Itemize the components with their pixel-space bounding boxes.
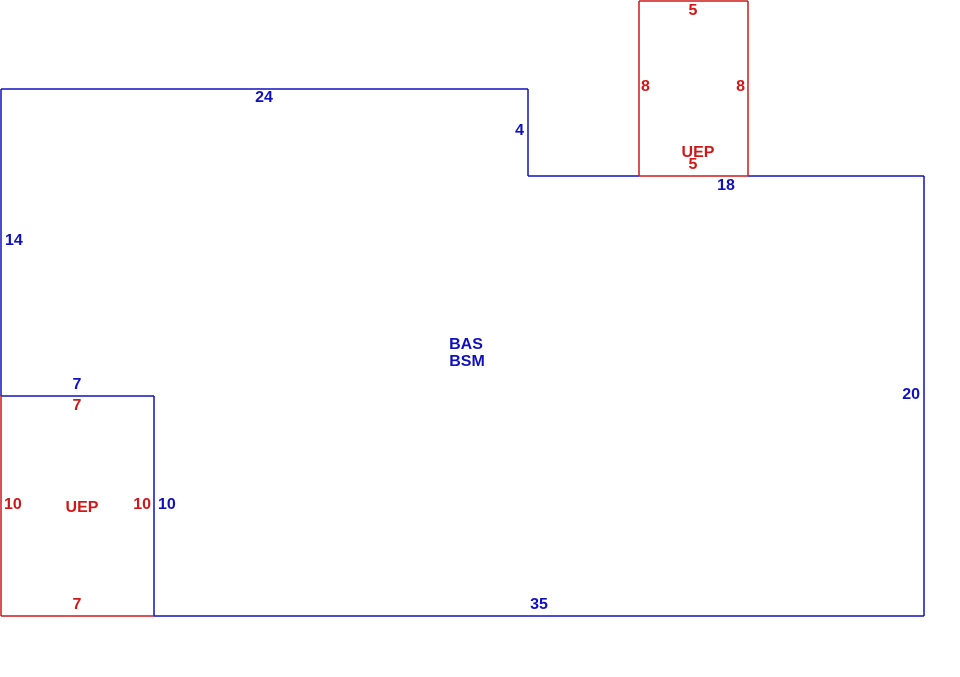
dim-main-top-right: 18 — [717, 177, 735, 194]
porch-top-outline — [638, 0, 749, 177]
dim-porch-top-top: 5 — [689, 2, 698, 19]
main-code-bas: BAS — [449, 336, 483, 353]
dim-porch-bl-bottom: 7 — [73, 596, 82, 613]
porch-top-code: UEP — [682, 144, 715, 161]
dim-main-bottom: 35 — [530, 596, 548, 613]
dim-main-right: 20 — [902, 386, 920, 403]
main-code-bsm: BSM — [449, 353, 485, 370]
dim-porch-top-bottom: 5 — [689, 156, 698, 173]
dim-main-notch-top: 7 — [73, 376, 82, 393]
porch-bottom-left-code: UEP — [66, 499, 99, 516]
dim-porch-top-right: 8 — [736, 78, 745, 95]
dim-main-notch-side: 10 — [158, 496, 176, 513]
dim-porch-top-left: 8 — [641, 78, 650, 95]
dim-main-step: 4 — [515, 122, 524, 139]
dim-main-top-left: 24 — [255, 89, 273, 106]
dim-main-left: 14 — [5, 232, 23, 249]
dim-porch-bl-left: 10 — [4, 496, 22, 513]
dim-porch-bl-right: 10 — [133, 496, 151, 513]
porch-bottom-left-outline — [0, 396, 154, 617]
main-area-outline — [0, 88, 925, 617]
dim-porch-bl-top: 7 — [73, 397, 82, 414]
